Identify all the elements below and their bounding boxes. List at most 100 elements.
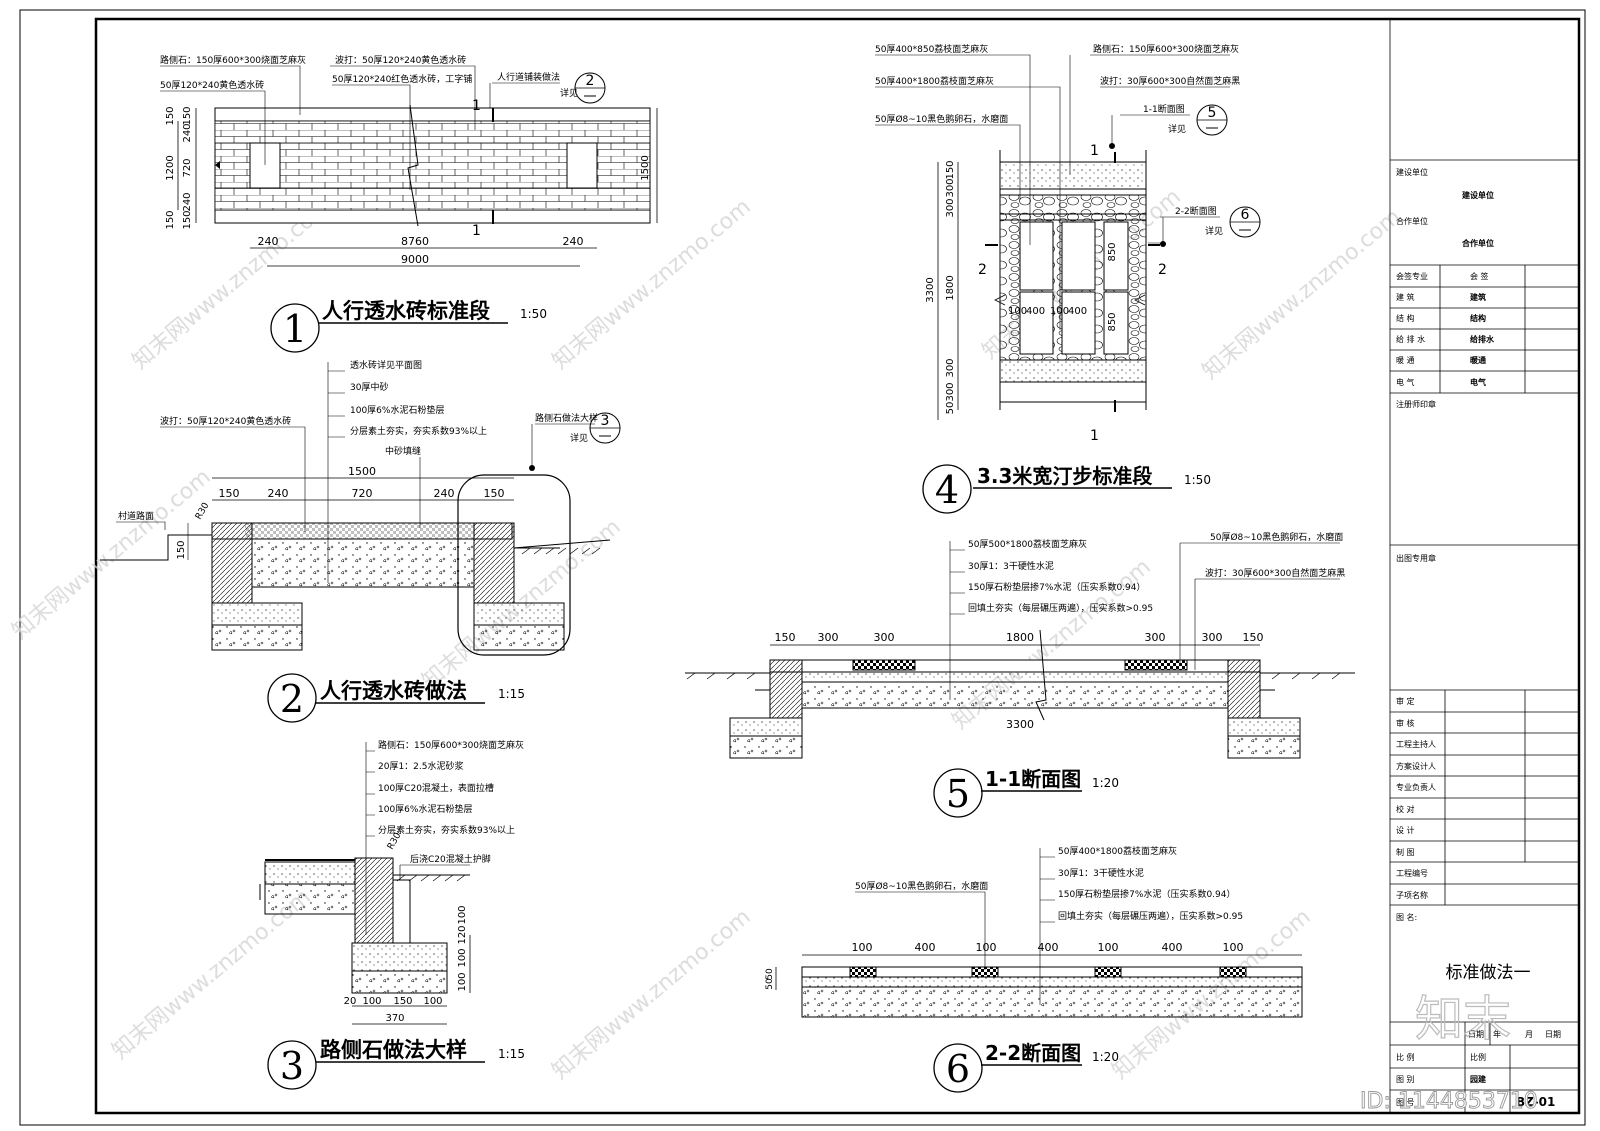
leader-label: 20厚1：2.5水泥砂浆 [378, 760, 464, 772]
ref-number: 2 [586, 73, 595, 89]
dim-text: 50 [765, 978, 775, 990]
leader-label: 路侧石：150厚600*300烧面芝麻灰 [160, 54, 306, 66]
drawing-number: 3 [280, 1044, 304, 1088]
dim-text: 100 [1050, 306, 1069, 317]
tb-sign-val: 建筑 [1469, 292, 1486, 302]
dim-text: 240 [258, 235, 279, 248]
tb-role: 工程编号 [1396, 868, 1428, 878]
dim-text: 150 [945, 160, 956, 179]
leader-label: 人行道铺装做法 [497, 71, 560, 83]
tb-date: 日期 [1545, 1030, 1561, 1039]
dim-text: 150 [1243, 631, 1264, 644]
leader-label: 波打：30厚600*300自然面芝麻黑 [1100, 75, 1240, 87]
drawing-number: 4 [935, 468, 959, 512]
tb-sign-key: 电 气 [1396, 377, 1415, 387]
dim-text: 150 [182, 210, 193, 229]
dim-text: 8760 [401, 235, 429, 248]
tb-sign-key: 暖 通 [1396, 355, 1415, 365]
tb-label: 图 名: [1396, 912, 1417, 922]
tb-role: 审 定 [1396, 696, 1415, 706]
drawing-name: 标准做法一 [1446, 963, 1531, 983]
tb-sign-key: 建 筑 [1396, 292, 1415, 302]
leader-label: 50厚120*240黄色透水砖 [160, 79, 264, 91]
drawing-title: 1-1断面图 [985, 767, 1081, 791]
leader-label: 后浇C20混凝土护脚 [410, 853, 491, 865]
ref-number: 5 [1208, 105, 1217, 121]
dim-text: 240 [182, 192, 193, 211]
dim-text: 400 [1026, 306, 1045, 317]
dim-text: 150 [393, 996, 412, 1007]
radius-label: R30 [194, 501, 212, 522]
dim-text: 850 [1107, 312, 1118, 331]
dim-text: 370 [385, 1013, 404, 1024]
section-mark: 1 [472, 223, 481, 239]
dim-text: 20 [344, 996, 357, 1007]
leader-label: 50厚400*1800荔枝面芝麻灰 [875, 75, 994, 87]
drawing-scale: 1:15 [498, 1047, 525, 1061]
drawing-number: 6 [946, 1047, 970, 1091]
tb-role: 专业负责人 [1396, 782, 1436, 792]
dim-text: 300 [945, 198, 956, 217]
drawing-scale: 1:50 [520, 307, 547, 321]
dim-text: 300 [818, 631, 839, 644]
dim-text: 1500 [640, 155, 651, 180]
leader-label: 50厚Ø8~10黑色鹅卵石，水磨面 [1210, 531, 1343, 543]
leader-label: 详见 [1168, 123, 1186, 135]
leader-label: 30厚中砂 [350, 381, 388, 393]
drawing-2: 村道路面 150 240 720 240 150 1500 R30 150 透水 [100, 359, 621, 723]
tb-role: 设 计 [1396, 825, 1415, 835]
dim-text: 300 [945, 382, 956, 401]
section-mark: 1 [472, 98, 481, 114]
dim-text: 150 [219, 487, 240, 500]
dim-text: 240 [268, 487, 289, 500]
drawing-scale: 1:15 [498, 687, 525, 701]
dim-text: 100 [976, 941, 997, 954]
drawing-scale: 1:20 [1092, 1050, 1119, 1064]
leader-label: 详见 [570, 432, 588, 444]
leader-label: 100厚C20混凝土，表面拉槽 [378, 782, 494, 794]
dim-text: 300 [874, 631, 895, 644]
tb-label: 合作单位 [1396, 216, 1428, 226]
dim-text: 100 [362, 996, 381, 1007]
drawing-scale: 1:50 [1184, 473, 1211, 487]
leader-label: 150厚石粉垫层掺7%水泥（压实系数0.94） [1058, 888, 1236, 900]
leader-label: 波打：30厚600*300自然面芝麻黑 [1205, 567, 1345, 579]
leader-label: 分层素土夯实，夯实系数93%以上 [378, 824, 515, 836]
dim-text: 3300 [1006, 718, 1034, 731]
tb-label: 图 别 [1396, 1075, 1415, 1084]
dim-text: 150 [775, 631, 796, 644]
dim-text: 100 [1098, 941, 1119, 954]
dim-text: 100 [852, 941, 873, 954]
tb-role: 制 图 [1396, 847, 1415, 857]
section-mark: 1 [1090, 428, 1099, 444]
leader-label: 路侧石：150厚600*300烧面芝麻灰 [378, 739, 524, 751]
dim-text: 400 [1038, 941, 1059, 954]
dim-text: 850 [1107, 242, 1118, 261]
dim-text: 1500 [348, 465, 376, 478]
dim-text: 300 [1145, 631, 1166, 644]
leader-label: 1-1断面图 [1143, 103, 1185, 115]
dim-text: 300 [1202, 631, 1223, 644]
drawing-1: 1 1 150 240 720 240 150 150 1200 150 150… [160, 54, 658, 353]
tb-sign-val: 暖通 [1470, 355, 1486, 365]
drawing-scale: 1:20 [1092, 776, 1119, 790]
tb-role: 方案设计人 [1396, 761, 1436, 771]
leader-label: 50厚120*240红色透水砖，工字铺 [332, 73, 472, 85]
leader-label: 波打：50厚120*240黄色透水砖 [160, 415, 291, 427]
leader-label: 100厚6%水泥石粉垫层 [350, 404, 444, 416]
tb-role: 工程主持人 [1396, 739, 1436, 749]
tb-value: 建设单位 [1461, 190, 1494, 200]
title-block [1389, 19, 1579, 1113]
tb-label: 出图专用章 [1396, 553, 1436, 563]
dim-text: 240 [434, 487, 455, 500]
dim-text: 3300 [925, 277, 936, 302]
leader-label: 30厚1：3干硬性水泥 [968, 560, 1054, 572]
title-block-text: 建设单位 建设单位 合作单位 合作单位 会签专业 会 签 建 筑 建筑 结 构 … [1396, 167, 1561, 1109]
dim-text: 150 [176, 540, 187, 559]
dim-text: 300 [945, 178, 956, 197]
dim-text: 150 [165, 106, 176, 125]
tb-date: 年 [1493, 1029, 1501, 1039]
dim-text: 240 [563, 235, 584, 248]
leader-label: 分层素土夯实，夯实系数93%以上 [350, 425, 487, 437]
